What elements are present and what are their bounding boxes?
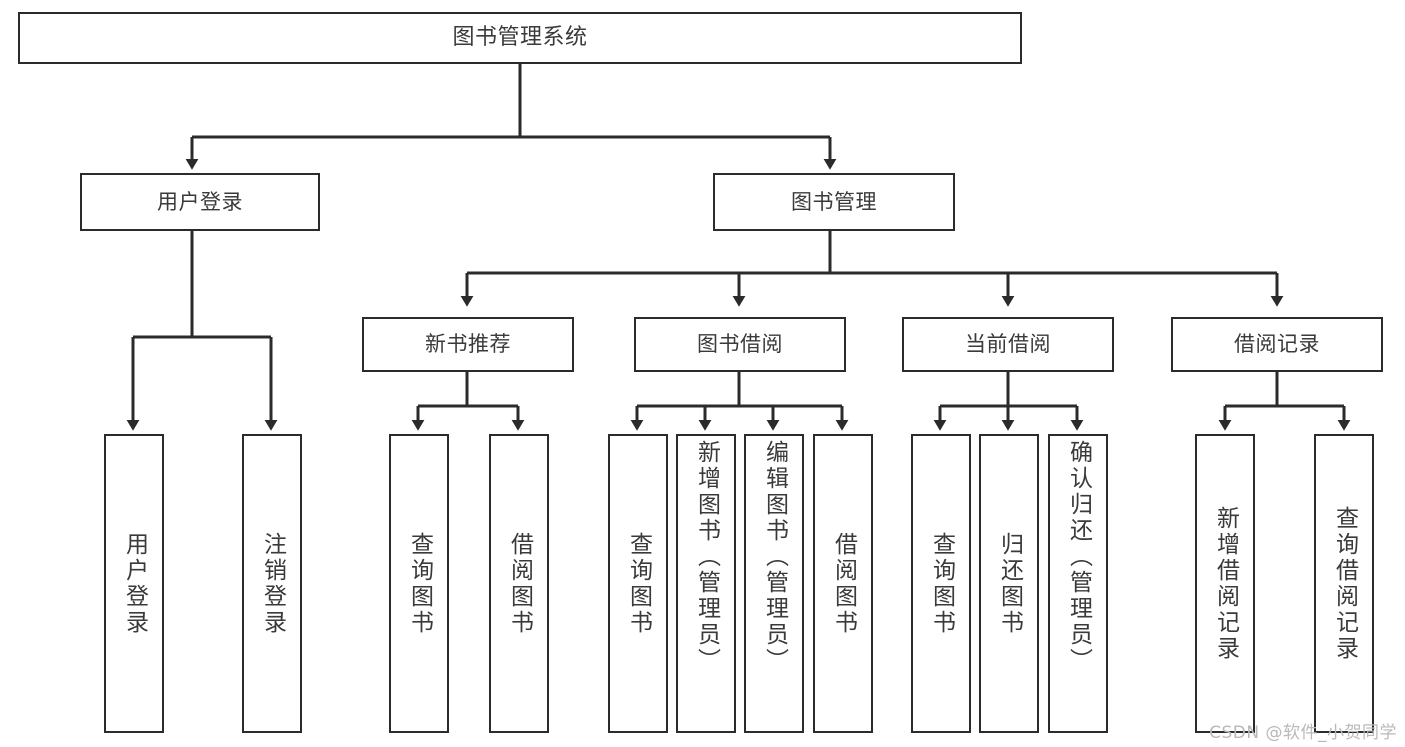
node-leaf-query-book-3-label: 查询图书 — [928, 531, 955, 636]
node-book-borrow-label: 图书借阅 — [697, 332, 783, 357]
node-current-borrow-label: 当前借阅 — [965, 332, 1051, 357]
node-leaf-query-record-label: 查询借阅记录 — [1331, 505, 1358, 662]
node-leaf-return-book[interactable]: 归还图书 — [979, 434, 1039, 733]
node-leaf-borrow-book-2[interactable]: 借阅图书 — [813, 434, 873, 733]
node-leaf-user-login[interactable]: 用户登录 — [104, 434, 164, 733]
node-leaf-query-book-3[interactable]: 查询图书 — [911, 434, 971, 733]
node-book-management[interactable]: 图书管理 — [713, 173, 955, 231]
node-borrow-record-label: 借阅记录 — [1234, 332, 1320, 357]
node-book-borrow[interactable]: 图书借阅 — [634, 317, 846, 372]
node-root-label: 图书管理系统 — [452, 24, 588, 50]
node-new-book-recommend[interactable]: 新书推荐 — [362, 317, 574, 372]
node-leaf-add-record[interactable]: 新增借阅记录 — [1195, 434, 1255, 733]
node-leaf-confirm-return[interactable]: 确认归还（管理员） — [1048, 434, 1108, 733]
node-leaf-query-book-1-label: 查询图书 — [406, 531, 433, 636]
node-leaf-user-logout-label: 注销登录 — [259, 531, 286, 636]
node-leaf-add-book-label: 新增图书（管理员） — [693, 440, 720, 674]
node-leaf-borrow-book-1-label: 借阅图书 — [506, 531, 533, 636]
node-current-borrow[interactable]: 当前借阅 — [902, 317, 1114, 372]
node-new-book-recommend-label: 新书推荐 — [425, 332, 511, 357]
node-leaf-borrow-book-2-label: 借阅图书 — [830, 531, 857, 636]
node-leaf-confirm-return-label: 确认归还（管理员） — [1065, 440, 1092, 674]
node-leaf-add-book[interactable]: 新增图书（管理员） — [676, 434, 736, 733]
node-book-management-label: 图书管理 — [791, 189, 877, 214]
node-leaf-user-login-label: 用户登录 — [121, 531, 148, 636]
node-leaf-edit-book-label: 编辑图书（管理员） — [761, 440, 788, 674]
node-leaf-user-logout[interactable]: 注销登录 — [242, 434, 302, 733]
node-root[interactable]: 图书管理系统 — [18, 12, 1022, 64]
node-leaf-query-record[interactable]: 查询借阅记录 — [1314, 434, 1374, 733]
node-leaf-query-book-2-label: 查询图书 — [625, 531, 652, 636]
node-leaf-borrow-book-1[interactable]: 借阅图书 — [489, 434, 549, 733]
node-user-login-label: 用户登录 — [157, 189, 243, 214]
node-leaf-edit-book[interactable]: 编辑图书（管理员） — [744, 434, 804, 733]
node-borrow-record[interactable]: 借阅记录 — [1171, 317, 1383, 372]
node-user-login[interactable]: 用户登录 — [80, 173, 320, 231]
node-leaf-query-book-1[interactable]: 查询图书 — [389, 434, 449, 733]
node-leaf-return-book-label: 归还图书 — [996, 531, 1023, 636]
watermark-text: CSDN @软件_小贺同学 — [1209, 723, 1397, 743]
node-leaf-add-record-label: 新增借阅记录 — [1212, 505, 1239, 662]
node-leaf-query-book-2[interactable]: 查询图书 — [608, 434, 668, 733]
